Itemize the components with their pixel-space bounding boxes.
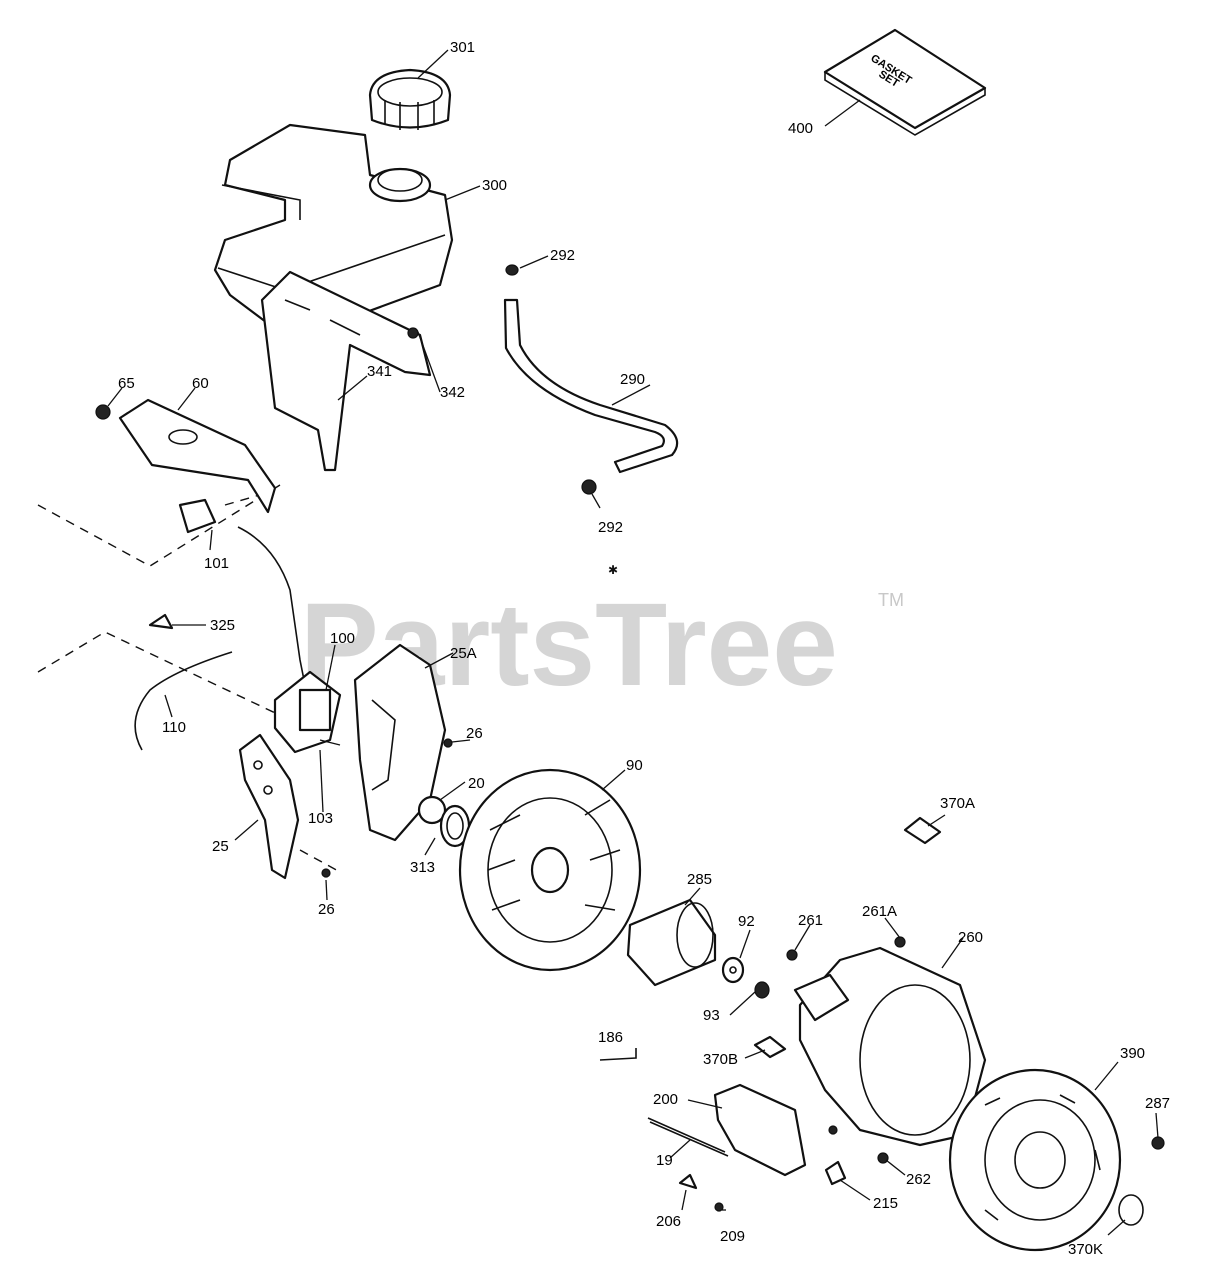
callout-262: 262: [906, 1171, 931, 1188]
callout-65: 65: [118, 375, 135, 392]
part-215-shape: [824, 1160, 847, 1186]
fuel-line-part: ✱: [503, 264, 679, 577]
callout-206: 206: [656, 1213, 681, 1230]
callout-313: 313: [410, 859, 435, 876]
callout-261: 261: [798, 912, 823, 929]
callout-19: 19: [656, 1152, 673, 1169]
fuel-cap-part: [368, 68, 452, 130]
callout-186: 186: [598, 1029, 623, 1046]
ignition-module-part: [178, 498, 342, 754]
callout-400: 400: [788, 120, 813, 137]
callout-287: 287: [1145, 1095, 1170, 1112]
callout-90: 90: [626, 757, 643, 774]
part-186-shape: [599, 1048, 637, 1061]
watermark-trademark: TM: [878, 590, 904, 610]
callout-342: 342: [440, 384, 465, 401]
callout-209: 209: [720, 1228, 745, 1245]
decal-370k-part: [1118, 1194, 1144, 1226]
callout-285: 285: [687, 871, 712, 888]
callout-292-top: 292: [550, 247, 575, 264]
screw-287-part: [1151, 1136, 1165, 1150]
washer-nut-parts: [721, 956, 770, 999]
callout-370a: 370A: [940, 795, 975, 812]
mount-bracket-part: [238, 733, 341, 880]
callout-300: 300: [482, 177, 507, 194]
blower-housing-part: [786, 936, 987, 1147]
callout-370k: 370K: [1068, 1241, 1103, 1258]
callout-370b: 370B: [703, 1051, 738, 1068]
callout-101: 101: [204, 555, 229, 572]
callout-301: 301: [450, 39, 475, 56]
callout-60: 60: [192, 375, 209, 392]
callout-215: 215: [873, 1195, 898, 1212]
callout-200: 200: [653, 1091, 678, 1108]
leader-lines: [107, 49, 1159, 1236]
callout-260: 260: [958, 929, 983, 946]
callout-100: 100: [330, 630, 355, 647]
callout-labels: 301 300 400 292 290 292 65 60 341 342 10…: [118, 39, 1170, 1258]
housing-plate-part: [353, 643, 453, 842]
callout-103: 103: [308, 810, 333, 827]
screw-262-part: [877, 1152, 889, 1164]
callout-25: 25: [212, 838, 229, 855]
callout-341: 341: [367, 363, 392, 380]
gasket-set-part: GASKET SET: [823, 28, 987, 136]
callout-93: 93: [703, 1007, 720, 1024]
bracket-parts: [95, 270, 432, 514]
gasket-370a-part: [903, 816, 942, 845]
callout-26-bottom: 26: [318, 901, 335, 918]
control-bracket-part: [647, 1083, 838, 1212]
callout-92: 92: [738, 913, 755, 930]
callout-290: 290: [620, 371, 645, 388]
callout-325: 325: [210, 617, 235, 634]
starter-cup-part: [626, 898, 717, 987]
ground-wire-part: [134, 613, 233, 751]
callout-292-bottom: 292: [598, 519, 623, 536]
gasket-370b-part: [753, 1035, 787, 1059]
callout-390: 390: [1120, 1045, 1145, 1062]
svg-text:✱: ✱: [608, 563, 618, 577]
flywheel-part: [458, 768, 642, 972]
callout-26-top: 26: [466, 725, 483, 742]
callout-261a: 261A: [862, 903, 897, 920]
callout-110: 110: [162, 719, 186, 736]
callout-20: 20: [468, 775, 485, 792]
callout-25a: 25A: [450, 645, 477, 662]
rewind-starter-part: [948, 1068, 1122, 1252]
